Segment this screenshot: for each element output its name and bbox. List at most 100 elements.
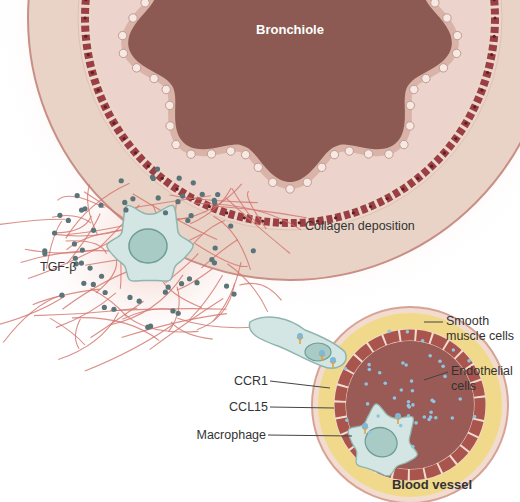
ccl15-molecule [378,371,382,375]
tgf-beta-molecule [187,276,192,281]
tgf-beta-molecule [200,192,205,197]
ccl15-molecule [458,397,462,401]
collagen-fibre [169,287,180,332]
epithelial-cell [254,163,262,171]
collagen-fibre [239,283,281,300]
bronchiole-mucosa [92,0,488,216]
ccl15-molecule [364,382,368,386]
ccl15-molecule [473,415,477,419]
muscle-nucleus [279,221,282,224]
muscle-nucleus [84,0,87,1]
epithelial-cell [303,178,311,186]
ccl15-molecule [421,339,425,343]
tgf-beta-molecule [91,282,96,287]
tgf-beta-molecule [80,247,85,252]
tgf-beta-molecule [185,218,190,223]
tgf-beta-molecule [179,281,184,286]
muscle-nucleus [416,177,419,180]
tgf-beta-molecule [251,248,256,253]
macrophages [42,166,476,483]
callout-label: Collagen deposition [305,219,445,234]
bound-ligand [297,333,303,339]
tgf-beta-molecule [42,251,47,256]
epithelial-cell [400,140,408,148]
tgf-beta-molecule [103,290,108,295]
tgf-beta-molecule [150,174,155,179]
tgf-beta-molecule [194,280,199,285]
tgf-beta-molecule [81,281,86,286]
ccl15-molecule [411,403,415,407]
ccl15-molecule [407,400,411,404]
tgf-beta-molecule [102,305,107,310]
tgf-beta-molecule [98,203,103,208]
collagen-fibre [194,203,301,230]
ccl15-molecule [467,359,471,363]
tgf-beta-molecule [176,311,181,316]
tgf-beta-molecule [231,292,236,297]
tgf-beta-molecule [66,218,71,223]
tgf-beta-molecule [177,176,182,181]
bronchiole-wall [28,0,520,280]
muscle-nucleus [91,71,94,74]
bronchiole-muscle [85,0,495,223]
structure-name: Blood vessel [372,477,492,492]
ccl15-molecule [393,396,397,400]
muscle-nucleus [161,177,164,180]
ccl15-molecule [429,415,433,419]
ccl15-molecule [383,381,387,385]
bronchiole-lumen [128,0,452,182]
epithelial-cell [165,101,173,109]
muscle-nucleus [464,122,467,125]
epithelial-cell [129,14,137,22]
collagen-fibre [177,269,213,290]
ccl15-molecule [366,402,370,406]
epithelial-cell [241,150,249,158]
muscle-nucleus [334,216,337,219]
tgf-beta-molecule [145,325,150,330]
tgf-beta-molecule [228,223,233,228]
ccl15-molecule [376,414,380,418]
epithelial-cell [439,64,447,72]
bound-ligand [362,423,368,429]
ccl15-molecule [407,404,411,408]
tgf-beta-molecule [123,207,128,212]
collagen-fibre [67,213,100,263]
migrating-macrophage [249,317,346,368]
tgf-beta-molecule [189,213,194,218]
muscle-nucleus [104,105,107,108]
tgf-beta-molecule [175,199,180,204]
structure-label-box: Bronchiole [230,22,350,37]
epithelial-cell [187,150,195,158]
macrophage-cell [107,205,193,281]
muscle-nucleus [401,187,404,190]
ccl15-molecule [399,424,403,428]
bound-ligand [395,413,401,419]
epithelial-cell [452,49,460,57]
leader-line [424,372,448,380]
muscle-nucleus [493,16,496,19]
epithelial-cell [422,74,430,82]
muscle-nucleus [112,122,115,125]
muscle-nucleus [147,165,150,168]
collagen-fibre [213,262,241,321]
ccl15-molecule [452,348,456,352]
ccl15-molecule [434,416,438,420]
leader-line [270,407,334,408]
muscle-nucleus [473,105,476,108]
muscle-nucleus [243,216,246,219]
ccl15-molecule [406,330,410,334]
collagen-fibre [189,275,222,319]
tgf-beta-molecule [163,210,168,215]
ccl15-molecule [432,400,436,404]
tgf-beta-molecule [155,166,160,171]
leader-line [268,435,352,436]
epithelial-cell [453,31,461,39]
muscle-nucleus [443,151,446,154]
muscle-nucleus [123,137,126,140]
muscle-nucleus [490,53,493,56]
collagen-fibre [96,260,117,293]
collagen-fibre [50,318,85,345]
collagen-fibre [88,184,98,235]
collagen-fibre [171,322,213,339]
tgf-beta-molecule [59,293,64,298]
